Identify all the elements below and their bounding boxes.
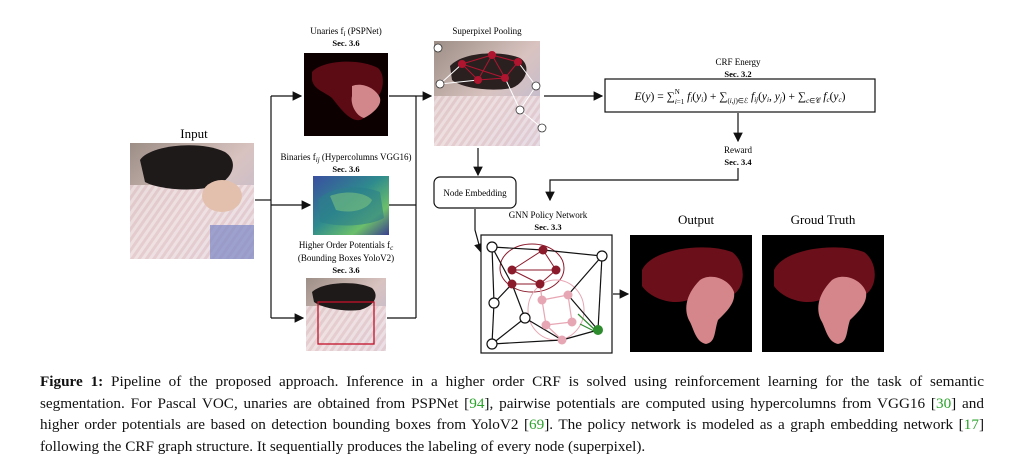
citation-link-94[interactable]: 94: [469, 394, 485, 412]
gnn-label: GNN Policy Network: [509, 210, 588, 220]
caption-text-1: Pipeline of the proposed approach. Infer…: [40, 373, 984, 412]
reward-section-ref: Sec. 3.4: [724, 157, 752, 167]
superpixel-image: [433, 41, 547, 146]
higher-order-image: [306, 278, 386, 351]
output-label: Output: [678, 212, 715, 227]
superpixel-arrows: [473, 91, 604, 177]
output-image: [630, 235, 752, 352]
crf-energy-box: [604, 78, 876, 113]
node-embedding-box: [433, 176, 517, 209]
gnn-section-ref: Sec. 3.3: [534, 222, 561, 232]
pipeline-diagram: Input Unaries fi (PSPNet) Sec. 3.6 Binar…: [130, 26, 884, 354]
reward-to-gnn-arrow: [545, 168, 739, 202]
crf-energy-label: CRF Energy: [715, 57, 761, 67]
figure-caption: Figure 1: Pipeline of the proposed appro…: [40, 371, 984, 457]
binaries-image: [313, 176, 389, 235]
binaries-section-ref: Sec. 3.6: [332, 164, 359, 174]
caption-text-3: ] and higher order potentials are based …: [40, 394, 984, 434]
figure-number: Figure 1:: [40, 373, 104, 390]
unaries-section-ref: Sec. 3.6: [332, 38, 359, 48]
higher-order-label: Higher Order Potentials fc: [299, 240, 394, 252]
input-branch-connector: [255, 91, 312, 323]
gnn-graph: [480, 234, 613, 354]
reward-label: Reward: [724, 145, 752, 155]
binaries-label: Binaries fij (Hypercolumns VGG16): [281, 152, 412, 164]
citation-link-69[interactable]: 69: [529, 416, 545, 433]
unaries-image: [304, 53, 388, 136]
ground-truth-label: Groud Truth: [791, 212, 856, 227]
input-image: [130, 143, 254, 259]
higher-order-label-2: (Bounding Boxes YoloV2): [298, 253, 394, 263]
caption-text-4: ]. The policy network is modeled as a gr…: [544, 416, 964, 433]
caption-text-5: ] following the CRF graph structure. It …: [40, 416, 984, 455]
caption-text-2: ], pairwise potentials are computed usin…: [484, 394, 936, 412]
embedding-to-gnn-arrow: [474, 209, 484, 254]
higher-order-section-ref: Sec. 3.6: [332, 265, 359, 275]
potentials-collector-connector: [387, 91, 433, 319]
citation-link-17[interactable]: 17: [963, 416, 979, 433]
citation-link-30[interactable]: 30: [935, 394, 952, 412]
crf-energy-section-ref: Sec. 3.2: [724, 69, 751, 79]
input-label: Input: [180, 126, 208, 141]
node-embedding-label: Node Embedding: [443, 188, 507, 198]
superpixel-label: Superpixel Pooling: [452, 26, 522, 36]
unaries-label: Unaries fi (PSPNet): [310, 26, 381, 38]
ground-truth-image: [762, 235, 884, 352]
